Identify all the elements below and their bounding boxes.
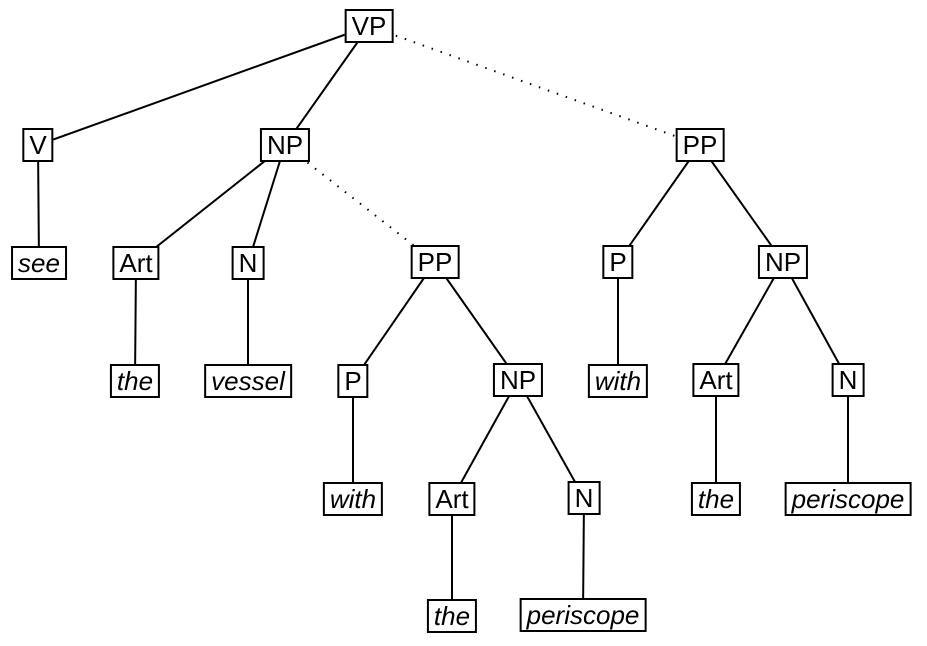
tree-node-p2: P xyxy=(602,245,634,279)
tree-node-the1: the xyxy=(109,364,161,398)
tree-node-the3: the xyxy=(690,482,742,516)
tree-edge-pp2-np3 xyxy=(699,144,784,263)
tree-node-with2: with xyxy=(587,364,649,398)
tree-edge-vp-np1 xyxy=(284,25,370,146)
tree-edge-v-see xyxy=(37,144,40,264)
tree-node-art3: Art xyxy=(692,363,740,397)
tree-edge-np1-pp1-dotted xyxy=(284,144,436,263)
tree-node-np2: NP xyxy=(492,363,544,397)
tree-node-np3: NP xyxy=(757,245,809,279)
tree-edge-np2-art2 xyxy=(451,379,519,500)
tree-node-v: V xyxy=(22,128,54,162)
tree-node-n1: N xyxy=(231,246,265,280)
tree-node-art2: Art xyxy=(428,482,476,516)
tree-node-art1: Art xyxy=(112,246,160,280)
tree-node-pp2: PP xyxy=(675,128,725,162)
tree-edge-art1-the1 xyxy=(134,262,137,382)
tree-node-vp: VP xyxy=(344,9,394,43)
tree-node-with1: with xyxy=(322,482,384,516)
tree-edge-vp-v xyxy=(37,25,370,146)
tree-node-see: see xyxy=(11,246,67,280)
tree-edge-np1-art1 xyxy=(135,144,286,264)
tree-edge-pp1-p1 xyxy=(352,261,436,382)
tree-edge-np2-n2 xyxy=(517,379,585,499)
tree-edge-pp1-np2 xyxy=(434,261,519,381)
tree-edge-np3-art3 xyxy=(715,261,784,381)
tree-node-n3: N xyxy=(831,363,865,397)
tree-node-vessel1: vessel xyxy=(204,364,292,398)
tree-node-periscope1: periscope xyxy=(519,598,647,632)
tree-edge-np1-n1 xyxy=(247,144,286,264)
tree-edge-np3-n3 xyxy=(782,261,849,381)
tree-node-the2: the xyxy=(426,599,478,633)
tree-node-n2: N xyxy=(567,481,601,515)
tree-edge-pp2-p2 xyxy=(617,144,701,263)
tree-node-np1: NP xyxy=(259,128,311,162)
tree-node-periscope2: periscope xyxy=(784,482,912,516)
tree-node-p1: P xyxy=(337,364,369,398)
tree-node-pp1: PP xyxy=(410,245,460,279)
tree-edge-n2-periscope1 xyxy=(582,497,585,616)
